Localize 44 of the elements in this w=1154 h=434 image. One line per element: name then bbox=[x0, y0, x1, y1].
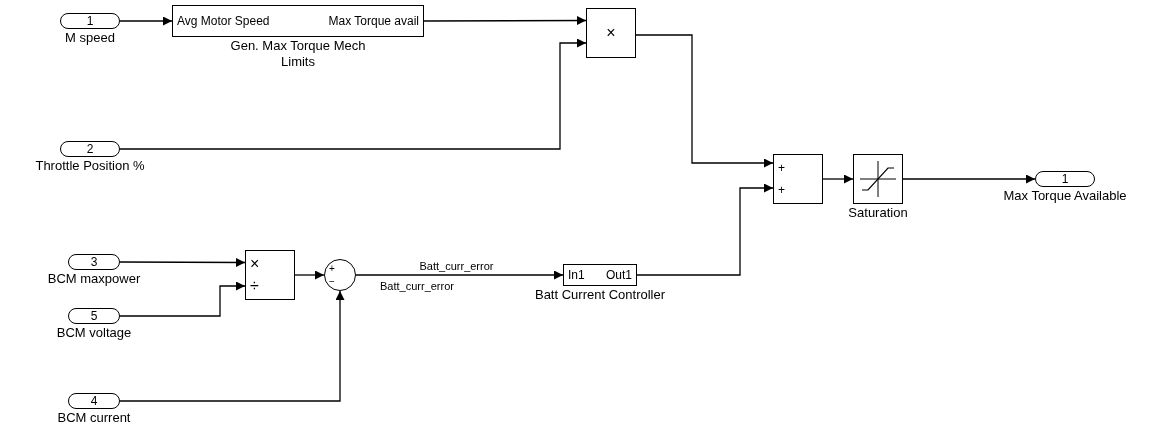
block-caption: Max Torque Available bbox=[1003, 188, 1127, 204]
block-caption: Batt Current Controller bbox=[534, 287, 666, 303]
block-caption: Gen. Max Torque Mech Limits bbox=[229, 38, 367, 70]
signal-line bbox=[822, 174, 854, 184]
signal-line bbox=[635, 34, 774, 168]
block-text: Avg Motor Speed bbox=[177, 15, 270, 27]
signal-line bbox=[119, 281, 246, 317]
block-text: + bbox=[778, 162, 785, 174]
signal-line bbox=[902, 174, 1036, 184]
block-text: Max Torque avail bbox=[328, 15, 419, 27]
block-text: × bbox=[606, 25, 616, 41]
block-text: − bbox=[329, 276, 335, 287]
signal-line bbox=[636, 183, 774, 276]
signal-line bbox=[119, 16, 173, 26]
block bbox=[245, 250, 295, 300]
block-text: × bbox=[250, 256, 260, 272]
block-text: Out1 bbox=[606, 269, 632, 281]
signal-line bbox=[294, 270, 325, 280]
signal-line bbox=[423, 16, 587, 26]
block bbox=[586, 8, 636, 58]
block-text: In1 bbox=[568, 269, 585, 281]
signal-line bbox=[355, 270, 564, 280]
block-caption: BCM voltage bbox=[56, 325, 132, 341]
signal-line bbox=[119, 257, 246, 267]
block-text: 4 bbox=[90, 395, 98, 407]
block bbox=[773, 154, 823, 204]
block-text: 1 bbox=[86, 15, 94, 27]
block-caption: Saturation bbox=[848, 205, 908, 221]
signal-label: Batt_curr_error bbox=[419, 261, 494, 272]
sum-circle bbox=[324, 259, 356, 291]
signal-label: Batt_curr_error bbox=[380, 281, 454, 292]
signal-line bbox=[119, 38, 587, 150]
block-text: 3 bbox=[90, 256, 98, 268]
block-text: + bbox=[329, 263, 335, 274]
block-text: 5 bbox=[90, 310, 98, 322]
block-caption: BCM maxpower bbox=[47, 271, 141, 287]
signal-line bbox=[119, 290, 345, 402]
block-text: 1 bbox=[1061, 173, 1069, 185]
block-text: ÷ bbox=[250, 278, 259, 294]
block-text: + bbox=[778, 184, 785, 196]
block-caption: BCM current bbox=[57, 410, 131, 426]
block-text: 2 bbox=[86, 143, 94, 155]
block-caption: Throttle Position % bbox=[35, 158, 145, 174]
block-caption: M speed bbox=[65, 30, 115, 46]
